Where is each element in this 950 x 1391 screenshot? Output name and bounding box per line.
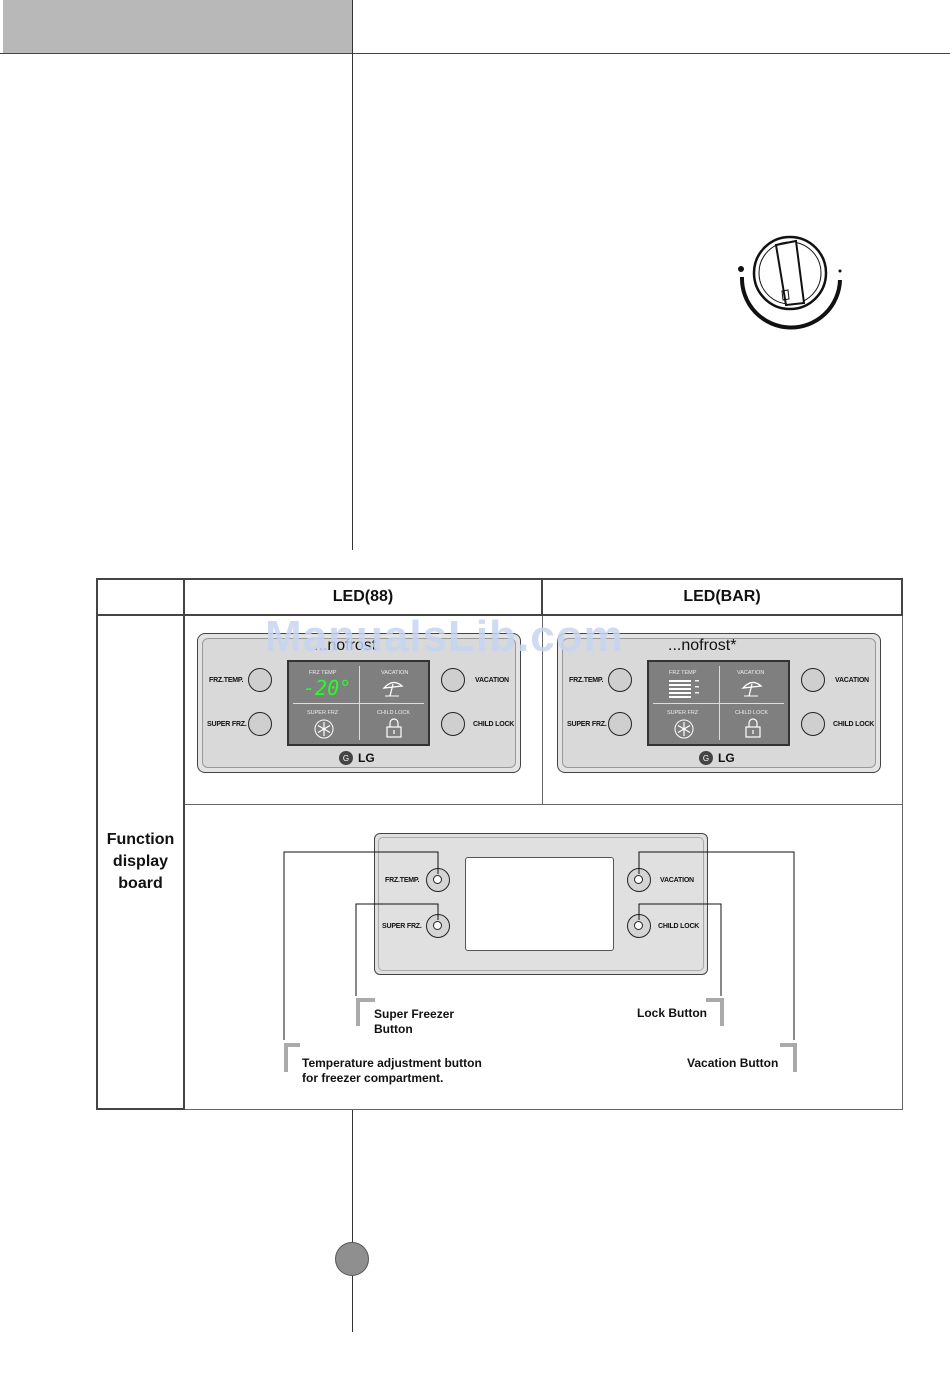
display-child-lock-label: CHILD LOCK (377, 710, 411, 716)
diagram-child-lock-label: CHILD LOCK (658, 923, 700, 930)
col-header-led88: LED(88) (183, 578, 543, 616)
frz-temp-button[interactable] (248, 668, 272, 692)
umbrella-icon (741, 681, 763, 697)
ledbar-display: FRZ TEMP VACATION SUPER FRZ CHILD LOCK (647, 660, 790, 746)
vacation-label: VACATION (835, 677, 869, 684)
child-lock-label: CHILD LOCK (833, 721, 875, 728)
temperature-dial-icon (738, 235, 842, 330)
diagram-vacation-label: VACATION (660, 877, 694, 884)
temperature-bar-icon (669, 680, 699, 698)
display-super-frz-label: SUPER FRZ (307, 710, 339, 716)
super-frz-button[interactable] (248, 712, 272, 736)
diagram-child-lock-button[interactable] (627, 914, 651, 938)
child-lock-label: CHILD LOCK (473, 721, 515, 728)
led88-display: FRZ TEMP VACATION SUPER FRZ CHILD LOCK -… (287, 660, 430, 746)
lock-icon (745, 718, 761, 738)
super-frz-button[interactable] (608, 712, 632, 736)
frz-temp-button[interactable] (608, 668, 632, 692)
callout-lock: Lock Button (637, 1006, 707, 1020)
umbrella-icon (382, 681, 404, 697)
snowflake-icon (674, 719, 694, 739)
display-frz-temp-label: FRZ TEMP (669, 670, 697, 676)
brand-label: ...nofrost (314, 637, 377, 654)
super-frz-label: SUPER FRZ. (207, 721, 247, 728)
col-header-ledbar: LED(BAR) (541, 578, 903, 616)
display-super-frz-label: SUPER FRZ (667, 710, 699, 716)
diagram-display-window (465, 857, 614, 951)
vacation-button[interactable] (801, 668, 825, 692)
super-frz-label: SUPER FRZ. (567, 721, 607, 728)
diagram-super-frz-label: SUPER FRZ. (382, 923, 422, 930)
temperature-readout: -20° (303, 676, 352, 700)
diagram-frz-temp-label: FRZ.TEMP. (385, 877, 420, 884)
brand-label: ...nofrost* (668, 637, 737, 654)
lg-logo-icon: G (699, 751, 713, 765)
child-lock-button[interactable] (441, 712, 465, 736)
child-lock-button[interactable] (801, 712, 825, 736)
display-child-lock-label: CHILD LOCK (735, 710, 769, 716)
svg-text:G: G (343, 754, 349, 763)
header-tab (3, 0, 352, 53)
lg-logo-icon: G (339, 751, 353, 765)
display-vacation-label: VACATION (381, 670, 409, 676)
callout-super-freezer: Super Freezer Button (374, 1007, 455, 1036)
svg-text:G: G (703, 754, 709, 763)
display-vacation-label: VACATION (737, 670, 765, 676)
header-rule (0, 53, 950, 54)
column-divider-top (352, 0, 353, 550)
display-frz-temp-label: FRZ TEMP (309, 670, 337, 676)
table-corner-cell (96, 578, 185, 616)
lock-icon (386, 718, 402, 738)
lg-label: LG (718, 751, 735, 765)
vacation-button[interactable] (441, 668, 465, 692)
column-divider-bottom (352, 1110, 353, 1332)
callout-vacation: Vacation Button (687, 1056, 779, 1070)
page-number-marker (335, 1242, 369, 1276)
callout-temperature-adjustment: Temperature adjustment button for freeze… (302, 1056, 482, 1085)
watermark: ManualsLib.com (265, 612, 624, 661)
row-header-function-display: Function display board (96, 614, 185, 1110)
vacation-label: VACATION (475, 677, 509, 684)
frz-temp-label: FRZ.TEMP. (569, 677, 604, 684)
snowflake-icon (314, 719, 334, 739)
lg-label: LG (358, 751, 375, 765)
frz-temp-label: FRZ.TEMP. (209, 677, 244, 684)
